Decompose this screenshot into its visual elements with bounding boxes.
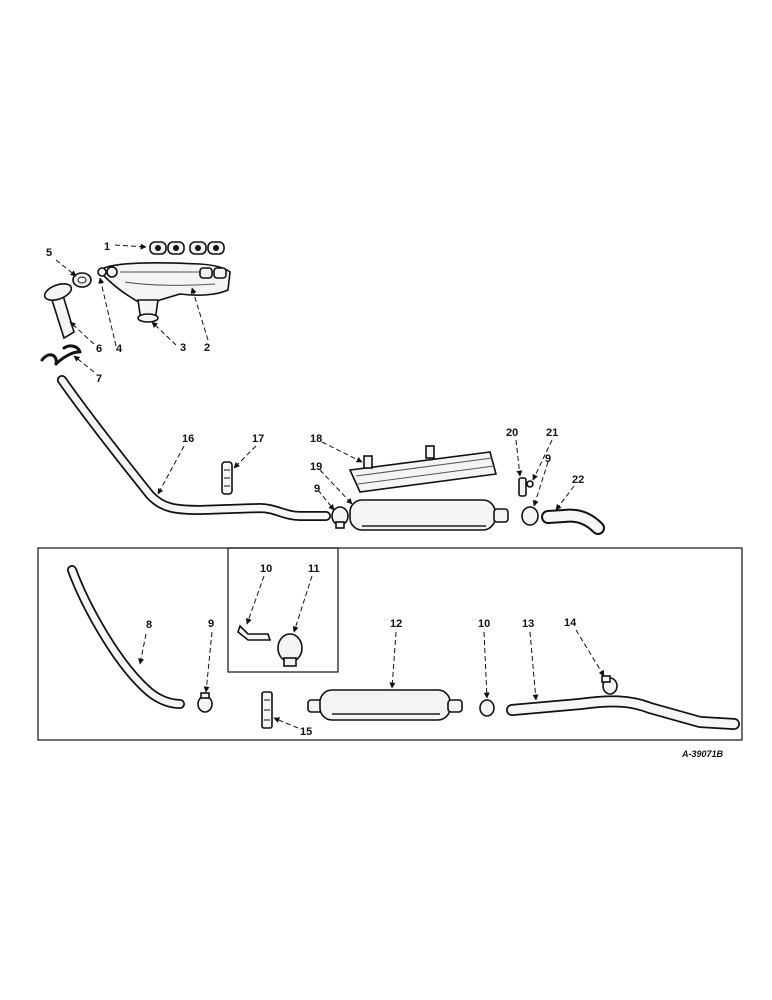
callout-9-lower: 9 [208,618,214,630]
callout-12: 12 [390,618,402,630]
callout-21: 21 [546,427,558,439]
callout-4: 4 [116,343,123,355]
callout-10-inset: 10 [260,563,272,575]
callout-labels: 1 2 3 4 5 6 7 8 9 9 9 10 10 11 12 13 14 … [46,241,724,759]
callout-11: 11 [308,563,320,575]
figure-reference: A-39071B [681,749,724,759]
callout-9-upper-right: 9 [545,453,551,465]
manifold-outlet-flange [137,299,159,323]
callout-10-lower: 10 [478,618,490,630]
exhaust-pipe [57,375,331,521]
alternate-clamp [197,692,213,713]
callout-20: 20 [506,427,518,439]
callout-2: 2 [204,342,210,354]
callout-13: 13 [522,618,534,630]
alternate-parts-frame [37,547,743,741]
callout-14: 14 [564,617,577,629]
callout-17: 17 [252,433,264,445]
flange-nut [97,267,107,277]
callout-7: 7 [96,373,102,385]
callout-15: 15 [300,726,312,738]
callout-8: 8 [146,619,152,631]
callout-3: 3 [180,342,186,354]
alternate-muffler [307,689,463,721]
manifold-gaskets [149,241,225,255]
inset-frame [227,547,339,673]
pipe-clamp [40,344,82,366]
callout-19: 19 [310,461,322,473]
alternate-tail-pipe [506,695,740,730]
flange-gasket [72,272,92,288]
callout-16: 16 [182,433,194,445]
callout-18: 18 [310,433,322,445]
inset-clamp [277,633,303,667]
callout-9-upper-left: 9 [314,483,320,495]
callout-5: 5 [46,247,52,259]
callout-6: 6 [96,343,102,355]
callout-1: 1 [104,241,110,253]
tailpipe-clamp [521,506,539,526]
tail-pipe [541,508,605,535]
leader-lines [55,243,605,729]
alternate-bracket [261,691,273,729]
exhaust-pipe-flange [43,283,75,340]
hanger-strap [518,477,527,497]
alternate-tailpipe-clamp [479,699,495,717]
pipe-bracket [221,461,233,495]
inset-bracket [237,624,272,641]
alternate-exhaust-pipe [67,565,185,709]
muffler [349,499,509,531]
callout-22: 22 [572,474,584,486]
exhaust-manifold [103,262,231,305]
heat-shield [348,445,498,493]
alternate-hanger-clamp [601,675,618,695]
hanger-bolt [526,480,534,488]
muffler-clamp [331,506,349,529]
